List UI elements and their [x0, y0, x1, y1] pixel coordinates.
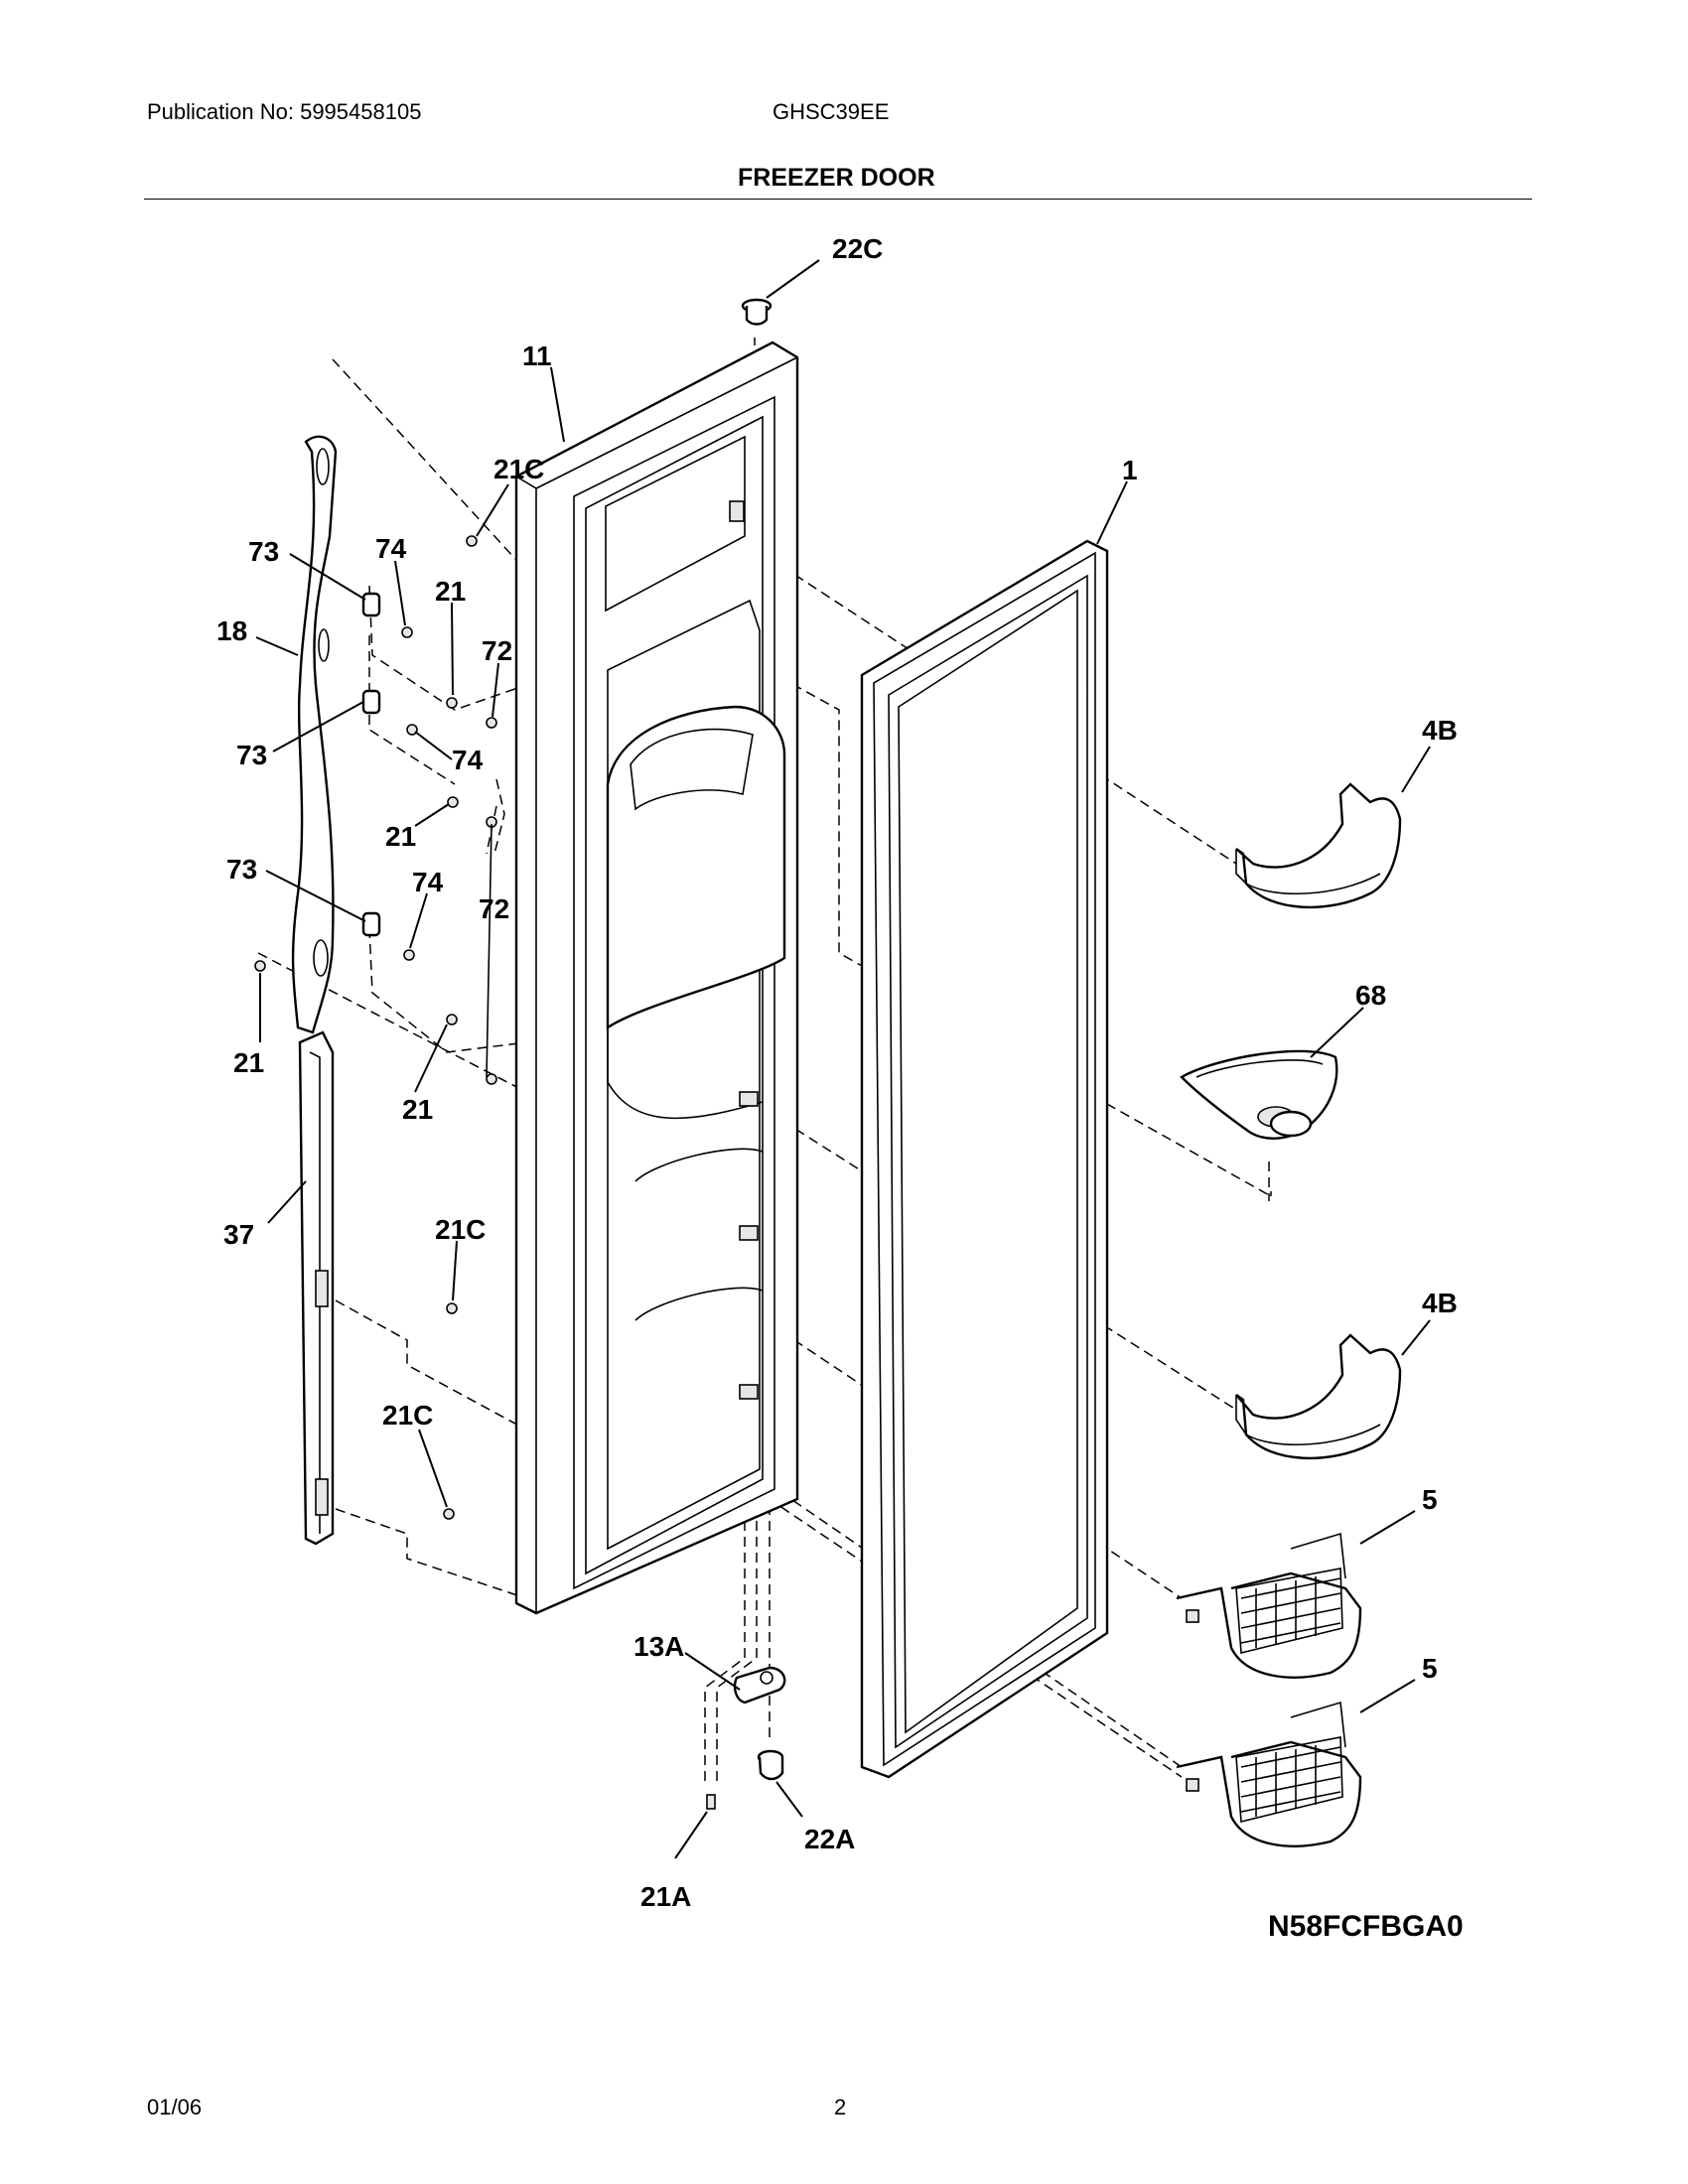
- wire-basket-part-5-lower: [1176, 1701, 1362, 1847]
- callout-74-a: 74: [375, 533, 407, 564]
- door-gasket-part-1: [860, 539, 1109, 1779]
- handle-hardware: [254, 535, 497, 1520]
- callout-18: 18: [216, 615, 247, 646]
- footer-date: 01/06: [147, 2095, 203, 2119]
- door-bin-part-4B-upper: [1235, 782, 1402, 909]
- wire-basket-part-5-upper: [1176, 1532, 1362, 1679]
- callout-21C-low: 21C: [382, 1400, 433, 1431]
- door-liner-part-11: [514, 341, 799, 1615]
- callout-21-c: 21: [233, 1047, 264, 1078]
- callout-1: 1: [1122, 455, 1138, 485]
- publication-number: Publication No: 5995458105: [147, 99, 422, 124]
- diagram-code: N58FCFBGA0: [1268, 1910, 1464, 1943]
- top-bushing-part-22C: [741, 298, 773, 326]
- callout-73-c: 73: [226, 854, 257, 885]
- callout-13A: 13A: [633, 1631, 684, 1662]
- callout-22A: 22A: [804, 1824, 855, 1854]
- callout-5-b: 5: [1422, 1653, 1438, 1684]
- callout-21-b: 21: [385, 821, 416, 852]
- callout-68: 68: [1355, 980, 1386, 1011]
- leader-lines: [255, 259, 1431, 1859]
- callout-labels: 22C 11 21C 1 73 74 21 72 18 73 74 21 73 …: [216, 233, 1464, 1943]
- section-title: FREEZER DOOR: [738, 164, 935, 192]
- door-bin-part-4B-lower: [1235, 1333, 1402, 1460]
- callout-74-c: 74: [412, 867, 444, 897]
- callout-73-a: 73: [248, 536, 279, 567]
- callout-37: 37: [223, 1219, 254, 1250]
- callout-4B-b: 4B: [1422, 1288, 1458, 1318]
- callout-11: 11: [522, 341, 552, 371]
- bottom-hinge-hardware: [706, 1666, 786, 1810]
- header-rule: [144, 199, 1532, 200]
- upper-handle-part-18: [291, 435, 338, 1034]
- callout-21A: 21A: [640, 1881, 691, 1912]
- callout-21-a: 21: [435, 576, 466, 607]
- footer-page-number: 2: [834, 2095, 847, 2119]
- callout-4B-a: 4B: [1422, 715, 1458, 746]
- callout-74-b: 74: [452, 745, 484, 775]
- model-number: GHSC39EE: [773, 99, 890, 124]
- callout-72-b: 72: [479, 893, 509, 924]
- lower-handle-part-37: [298, 1030, 335, 1546]
- callout-72-a: 72: [482, 635, 512, 666]
- callout-21-d: 21: [402, 1094, 433, 1125]
- callout-21C-top: 21C: [493, 454, 544, 484]
- callout-5-a: 5: [1422, 1484, 1438, 1515]
- callout-73-b: 73: [236, 740, 267, 770]
- callout-21C-mid: 21C: [435, 1214, 486, 1245]
- callout-22C-top: 22C: [832, 233, 883, 264]
- ice-funnel-part-68: [1180, 1049, 1338, 1140]
